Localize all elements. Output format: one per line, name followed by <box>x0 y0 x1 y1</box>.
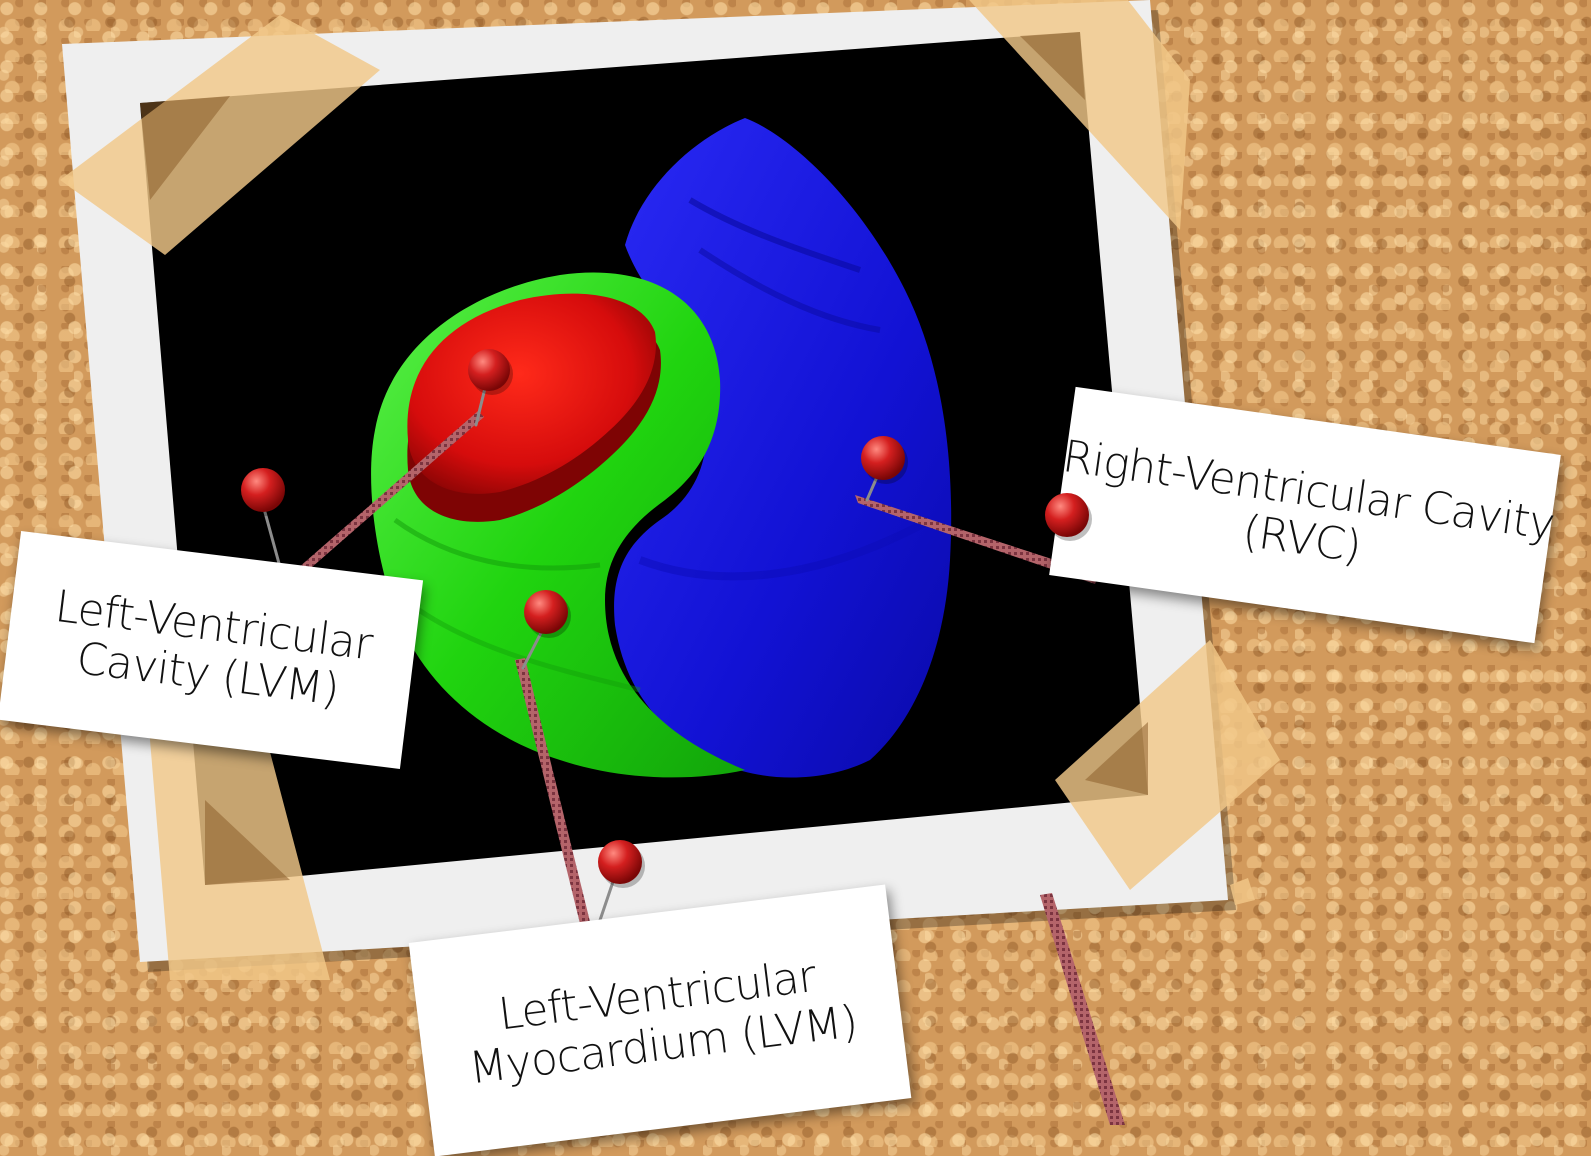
thread-hanging <box>1040 893 1125 1125</box>
